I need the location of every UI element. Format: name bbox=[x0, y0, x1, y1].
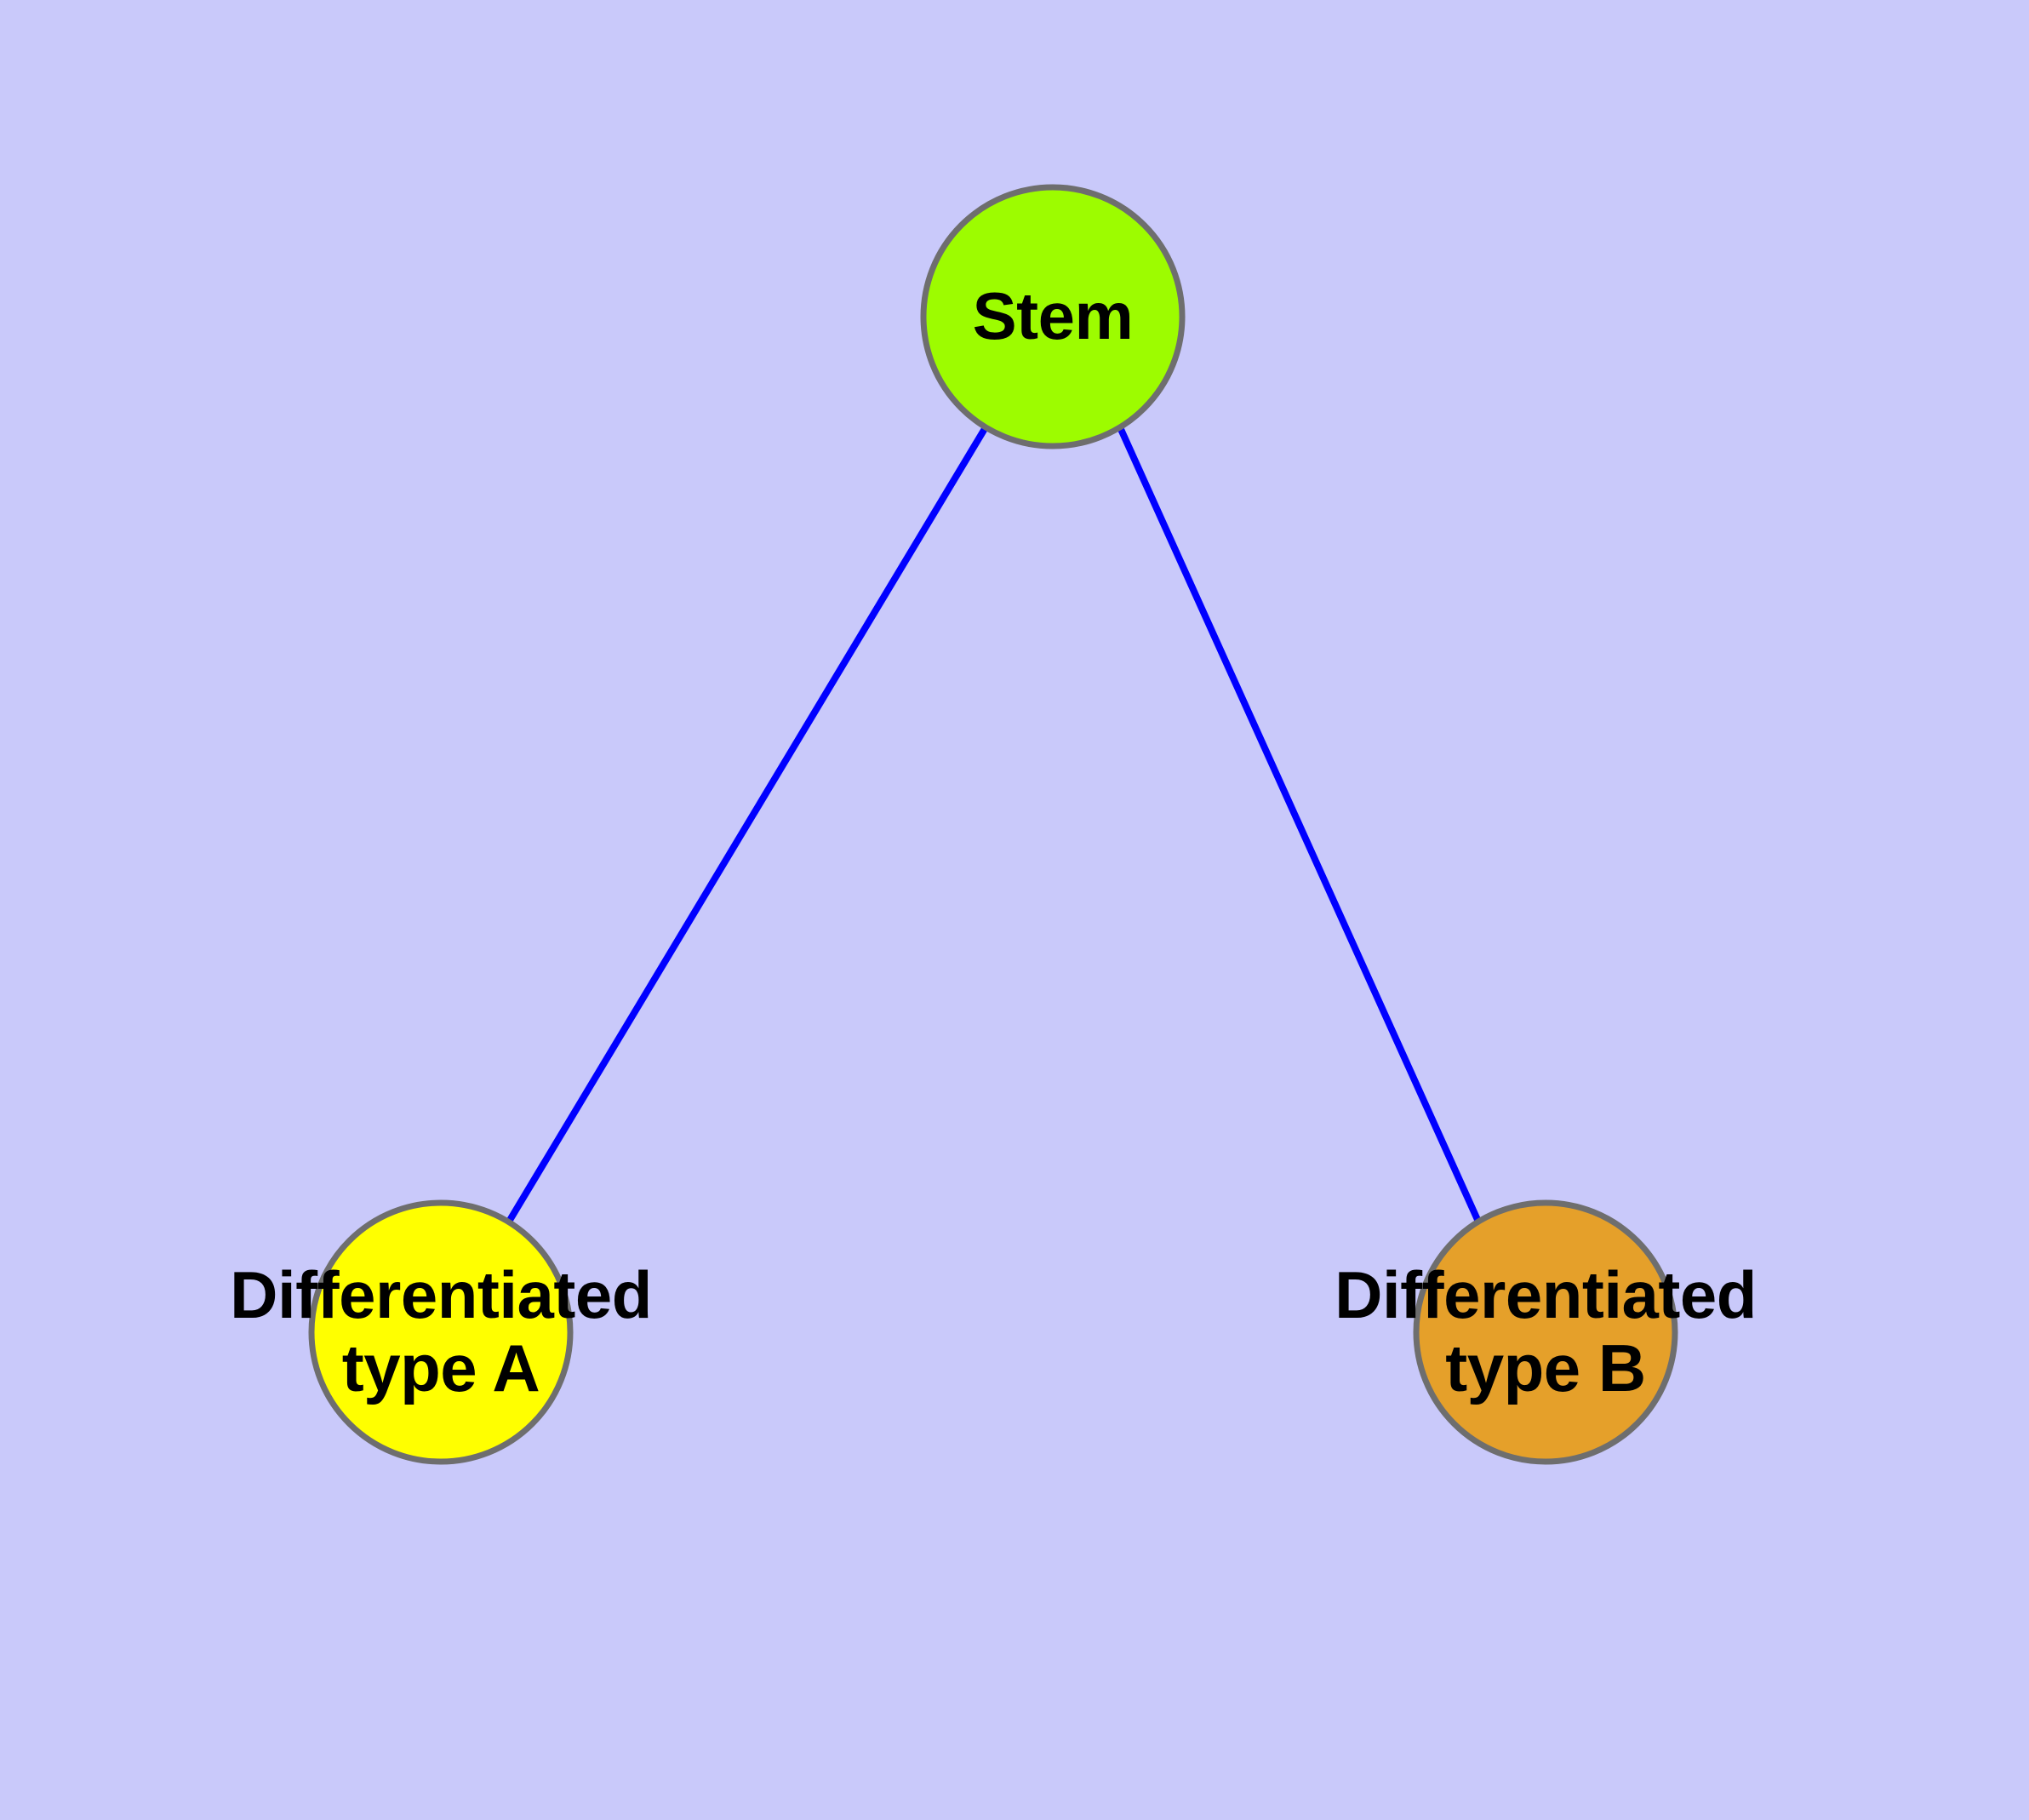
edge-stem-to-diff-b[interactable] bbox=[1117, 426, 1482, 1223]
nodes-layer bbox=[308, 184, 1678, 1465]
edges-layer bbox=[506, 425, 1482, 1224]
node-stem[interactable] bbox=[920, 184, 1186, 449]
edge-stem-to-diff-a[interactable] bbox=[506, 425, 989, 1224]
node-diff-b[interactable] bbox=[1413, 1199, 1678, 1465]
node-diff-a[interactable] bbox=[308, 1199, 574, 1465]
